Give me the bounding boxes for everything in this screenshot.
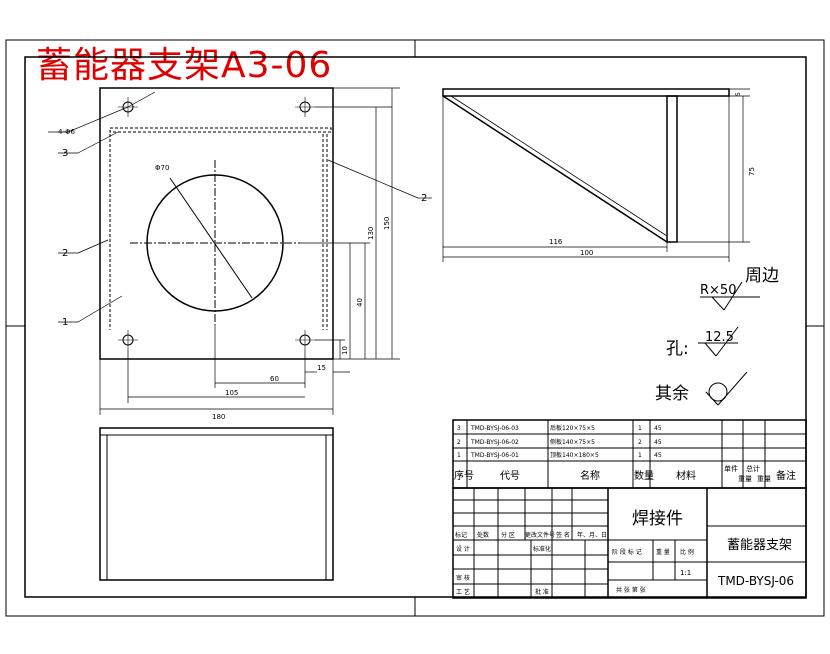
holes-dim: 4-Φ6	[58, 128, 75, 136]
rev-sign: 签 名	[556, 531, 570, 539]
stage-mark-label: 阶 段 标 记	[612, 548, 642, 556]
hdr-total-1: 总计	[746, 464, 760, 473]
dim-40: 40	[356, 298, 364, 307]
finish-perimeter: 周边	[745, 266, 779, 286]
role-process: 工 艺	[456, 588, 470, 596]
row1-no: 1	[457, 452, 461, 459]
hdr-qty: 数量	[634, 469, 654, 482]
callout-2: 2	[62, 248, 68, 259]
hdr-unit-1: 单件	[724, 464, 738, 473]
finish-ra125: 12.5	[705, 330, 734, 345]
rev-zone: 分 区	[501, 531, 515, 539]
weight-label: 重 量	[656, 548, 670, 556]
row1-code: TMD-BYSJ-06-01	[470, 452, 519, 459]
category-text: 焊接件	[632, 509, 683, 529]
role-design: 设 计	[456, 545, 470, 553]
hdr-no: 序号	[454, 469, 474, 482]
finish-hole-label: 孔:	[666, 339, 689, 359]
dim-15: 15	[317, 364, 326, 372]
circle-diameter-leader	[169, 177, 253, 299]
row3-name: 后板120×75×5	[550, 424, 595, 432]
dim-5: 5	[735, 92, 742, 96]
callout-1: 1	[62, 317, 68, 328]
row2-no: 2	[457, 439, 461, 446]
row2-name: 侧板140×75×5	[550, 438, 595, 446]
rev-date: 年、月、日	[577, 531, 607, 539]
dim-60: 60	[270, 375, 279, 383]
callout-3: 3	[62, 148, 68, 159]
role-approve: 批 准	[535, 588, 549, 596]
row1-material: 45	[654, 452, 662, 459]
rev-doc: 更改文件号	[525, 531, 555, 539]
drawing-number-text: TMD-BYSJ-06	[717, 574, 794, 588]
finish-ra50: R×50	[700, 283, 736, 298]
dim-150: 150	[383, 217, 391, 230]
row3-no: 3	[457, 425, 461, 432]
side-top-plate	[442, 88, 730, 97]
role-standard: 标准化	[533, 545, 551, 553]
row2-code: TMD-BYSJ-06-02	[470, 439, 519, 446]
side-gusset-edge	[442, 95, 668, 243]
drawing-title: 蓄能器支架A3-06	[36, 45, 333, 86]
front-right-plate	[325, 434, 334, 581]
hdr-total-2: 重量	[757, 475, 771, 483]
row3-material: 45	[654, 425, 662, 432]
top-plate-outline	[99, 87, 334, 360]
dim-105: 105	[225, 389, 238, 397]
part-name-text: 蓄能器支架	[727, 538, 792, 553]
circle-dim: Φ70	[155, 164, 169, 172]
title-block	[452, 487, 807, 599]
hdr-remark: 备注	[776, 469, 796, 482]
rev-mark: 标记	[455, 531, 467, 539]
row2-qty: 2	[638, 439, 642, 446]
callout-2-side: 2	[421, 193, 427, 204]
hidden-back-plate	[109, 127, 332, 133]
sheets-text: 共 张 第 张	[616, 586, 646, 594]
dim-75: 75	[748, 167, 756, 176]
hdr-material: 材料	[676, 469, 696, 482]
row3-qty: 1	[638, 425, 642, 432]
dim-180: 180	[212, 413, 225, 421]
hdr-unit-2: 重量	[738, 475, 752, 483]
row3-code: TMD-BYSJ-06-03	[470, 425, 519, 432]
row2-material: 45	[654, 439, 662, 446]
hdr-code: 代号	[500, 470, 520, 482]
dim-130: 130	[367, 227, 375, 240]
role-review: 审 核	[456, 574, 470, 582]
row1-name: 顶板140×180×5	[550, 451, 599, 459]
outer-frame	[5, 39, 825, 617]
dim-116: 116	[549, 238, 563, 246]
front-top-plate	[99, 427, 334, 436]
front-view-outline	[99, 427, 334, 581]
hdr-name: 名称	[580, 469, 600, 482]
scale-label: 比 例	[680, 548, 694, 556]
rev-count: 处数	[477, 531, 489, 539]
inner-frame	[24, 56, 807, 598]
scale-text: 1:1	[680, 569, 691, 577]
front-left-plate	[99, 434, 108, 581]
dim-10: 10	[341, 346, 349, 355]
row1-qty: 1	[638, 452, 642, 459]
finish-rest-label: 其余	[655, 384, 689, 404]
dim-100: 100	[580, 249, 593, 257]
side-back-plate	[666, 95, 678, 243]
